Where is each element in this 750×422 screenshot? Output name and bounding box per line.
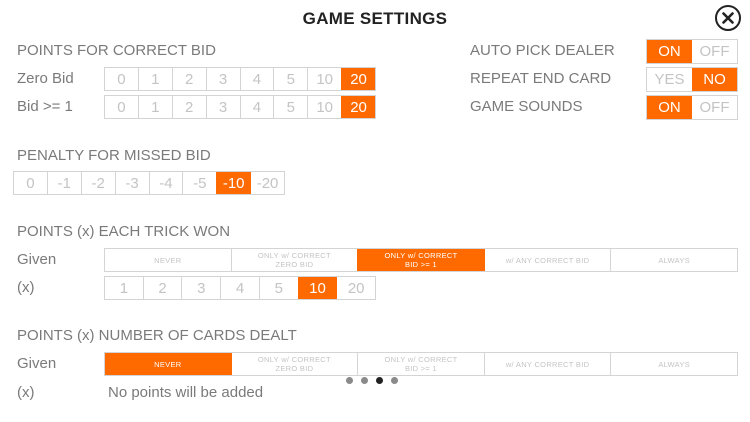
segment-option[interactable]: 4: [239, 68, 274, 90]
segment-option[interactable]: NEVER: [154, 255, 182, 265]
segment-option[interactable]: 3: [181, 277, 220, 299]
game-sounds-label: GAME SOUNDS: [470, 98, 583, 115]
segment-option[interactable]: 10: [307, 68, 341, 90]
segment-option[interactable]: 5: [273, 68, 307, 90]
repeat-end-card-toggle: YES NO: [646, 67, 738, 92]
segment-option[interactable]: 0: [117, 98, 126, 116]
segment-option[interactable]: 2: [171, 96, 206, 118]
segment-option[interactable]: -20: [250, 172, 284, 194]
segment-option[interactable]: -1: [46, 172, 81, 194]
toggle-option-off[interactable]: OFF: [699, 43, 730, 60]
segment-option[interactable]: -2: [80, 172, 115, 194]
segment-option[interactable]: 5: [273, 96, 307, 118]
trick-given-label: Given: [17, 251, 57, 268]
toggle-option-off[interactable]: OFF: [699, 99, 730, 116]
segment-option[interactable]: 1: [137, 96, 172, 118]
segment-option[interactable]: 3: [205, 96, 240, 118]
segment-option[interactable]: 4: [220, 277, 259, 299]
repeat-end-card-label: REPEAT END CARD: [470, 70, 612, 87]
segment-option[interactable]: 0: [117, 70, 126, 88]
auto-pick-dealer-label: AUTO PICK DEALER: [470, 42, 615, 59]
segment-option[interactable]: 20: [336, 277, 375, 299]
cards-dealt-heading: POINTS (x) NUMBER OF CARDS DEALT: [17, 327, 297, 344]
auto-pick-dealer-toggle: ON OFF: [646, 39, 738, 64]
correct-bid-heading: POINTS FOR CORRECT BID: [17, 42, 216, 59]
segment-option[interactable]: 5: [258, 277, 298, 299]
page-dot[interactable]: [376, 377, 383, 384]
segment-option[interactable]: 1: [137, 68, 172, 90]
segment-option[interactable]: 4: [239, 96, 274, 118]
segment-option[interactable]: NEVER: [105, 353, 231, 375]
segment-option[interactable]: 3: [205, 68, 240, 90]
game-sounds-toggle: ON OFF: [646, 95, 738, 120]
segment-option[interactable]: 1: [119, 279, 129, 297]
bid-ge-1-label: Bid >= 1: [17, 98, 73, 115]
cards-given-label: Given: [17, 355, 57, 372]
trick-x-label: (x): [17, 279, 35, 296]
cards-x-label: (x): [17, 384, 35, 401]
toggle-option-no[interactable]: NO: [692, 68, 737, 91]
segment-option[interactable]: 10: [297, 277, 337, 299]
close-icon: [722, 12, 734, 24]
toggle-option-on[interactable]: ON: [647, 40, 692, 63]
cards-x-note: No points will be added: [108, 384, 264, 401]
toggle-option-on[interactable]: ON: [647, 96, 692, 119]
segment-option[interactable]: -4: [148, 172, 183, 194]
segment-option[interactable]: 0: [26, 174, 35, 192]
page-dot[interactable]: [346, 377, 353, 384]
segment-option[interactable]: 10: [307, 96, 341, 118]
page-indicator[interactable]: [346, 377, 398, 384]
segment-option[interactable]: ALWAYS: [610, 353, 737, 375]
penalty-selector: 0 -1-2-3-4-5-10-20: [13, 171, 285, 195]
segment-option[interactable]: -10: [216, 172, 251, 194]
segment-option[interactable]: 2: [171, 68, 206, 90]
penalty-heading: PENALTY FOR MISSED BID: [17, 147, 211, 164]
toggle-option-yes[interactable]: YES: [654, 71, 685, 88]
segment-option[interactable]: ALWAYS: [610, 249, 737, 271]
close-button[interactable]: [715, 5, 741, 31]
segment-option[interactable]: w/ ANY CORRECT BID: [483, 249, 611, 271]
page-title: GAME SETTINGS: [302, 9, 448, 28]
trick-won-heading: POINTS (x) EACH TRICK WON: [17, 223, 231, 240]
page-dot[interactable]: [361, 377, 368, 384]
segment-option[interactable]: 20: [341, 68, 375, 90]
segment-option[interactable]: 2: [142, 277, 182, 299]
page-dot[interactable]: [391, 377, 398, 384]
segment-option[interactable]: w/ ANY CORRECT BID: [483, 353, 611, 375]
segment-option[interactable]: -3: [114, 172, 149, 194]
segment-option[interactable]: 20: [341, 96, 375, 118]
zero-bid-label: Zero Bid: [17, 70, 74, 87]
segment-option[interactable]: -5: [182, 172, 216, 194]
